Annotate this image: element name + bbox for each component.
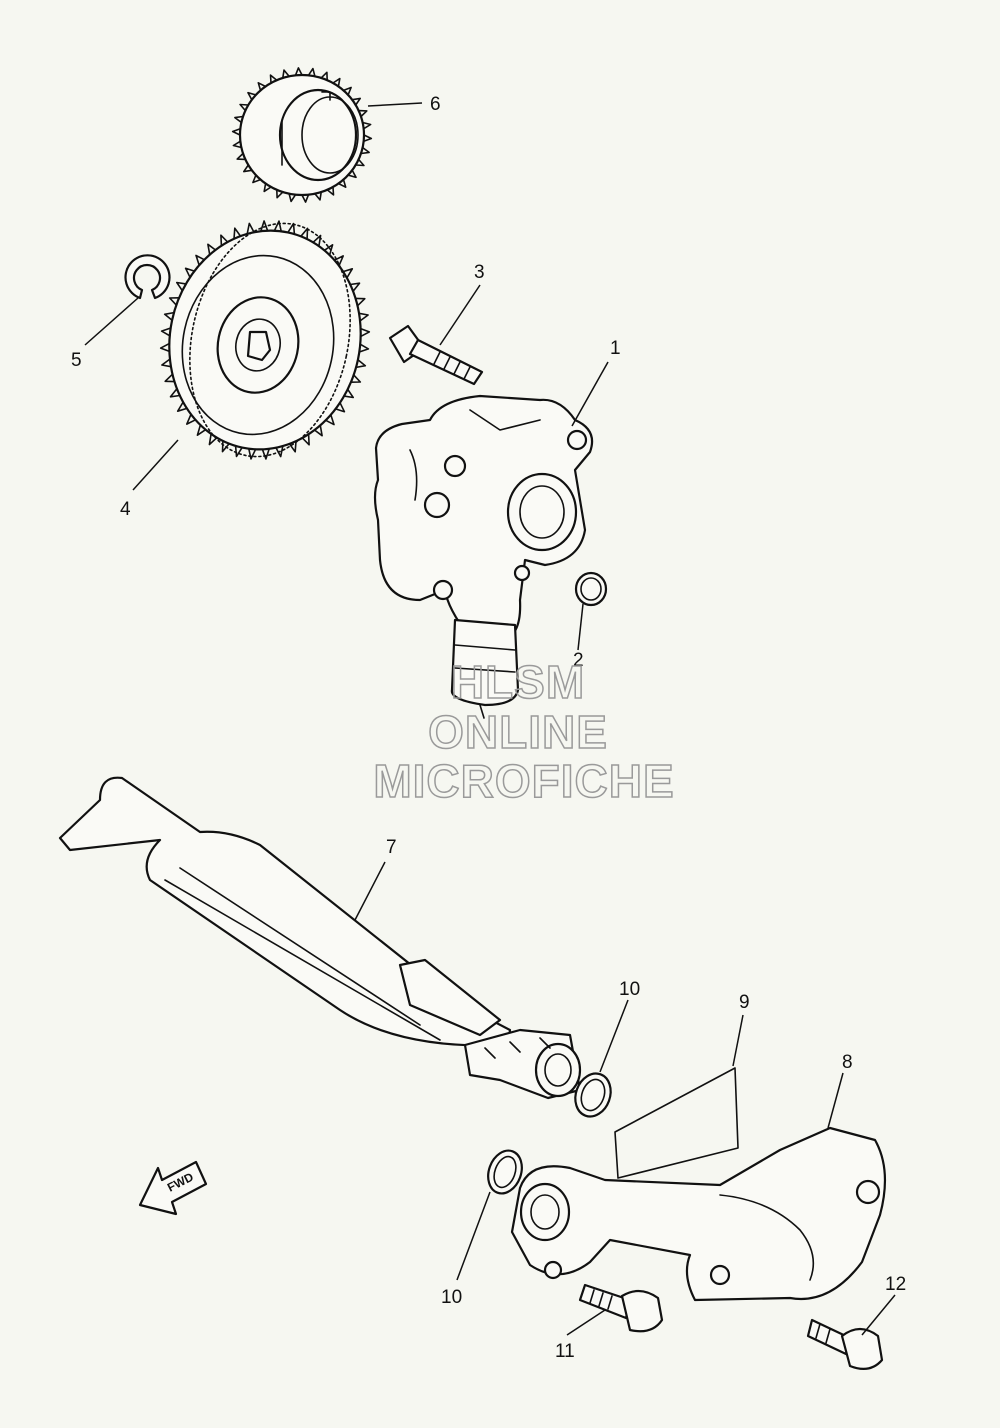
forward-arrow-icon: FWD <box>138 1160 208 1216</box>
callout-4: 4 <box>120 499 131 520</box>
callout-7: 7 <box>386 837 397 858</box>
part-9-gasket[interactable] <box>614 1067 739 1179</box>
callout-2: 2 <box>573 650 584 671</box>
callout-labels: 1 2 3 4 5 6 7 8 9 10 10 11 12 <box>71 94 906 1362</box>
callout-3: 3 <box>474 262 485 283</box>
part-7-oil-strainer[interactable] <box>58 776 582 1100</box>
part-2-o-ring[interactable] <box>574 571 608 607</box>
callout-6: 6 <box>430 94 441 115</box>
watermark-line-3: MICROFICHE <box>373 755 674 807</box>
part-11-bolt[interactable] <box>578 1283 664 1333</box>
part-4-driven-gear[interactable] <box>149 208 381 471</box>
callout-10-lower: 10 <box>441 1287 462 1308</box>
part-10-o-ring-upper[interactable] <box>570 1069 617 1122</box>
part-12-bolt[interactable] <box>806 1318 884 1371</box>
part-3-bolt[interactable] <box>388 324 484 386</box>
part-8-oil-pipe[interactable] <box>510 1126 887 1302</box>
part-5-circlip[interactable] <box>124 254 171 300</box>
leader-lines <box>84 102 896 1336</box>
gear-teeth <box>231 67 373 203</box>
callout-1: 1 <box>610 338 621 359</box>
callout-5: 5 <box>71 350 82 371</box>
part-1-oil-pump[interactable] <box>373 394 594 719</box>
watermark-line-2: ONLINE <box>428 706 608 758</box>
watermark: HLSM ONLINE MICROFICHE <box>373 655 675 808</box>
callout-8: 8 <box>842 1052 853 1073</box>
watermark-line-1: HLSM <box>451 656 585 708</box>
part-10-o-ring-lower[interactable] <box>482 1146 527 1198</box>
callout-12: 12 <box>885 1274 906 1295</box>
callout-11: 11 <box>555 1341 575 1362</box>
callout-9: 9 <box>739 992 750 1013</box>
part-6-drive-gear[interactable] <box>231 67 373 203</box>
callout-10-upper: 10 <box>619 979 640 1000</box>
